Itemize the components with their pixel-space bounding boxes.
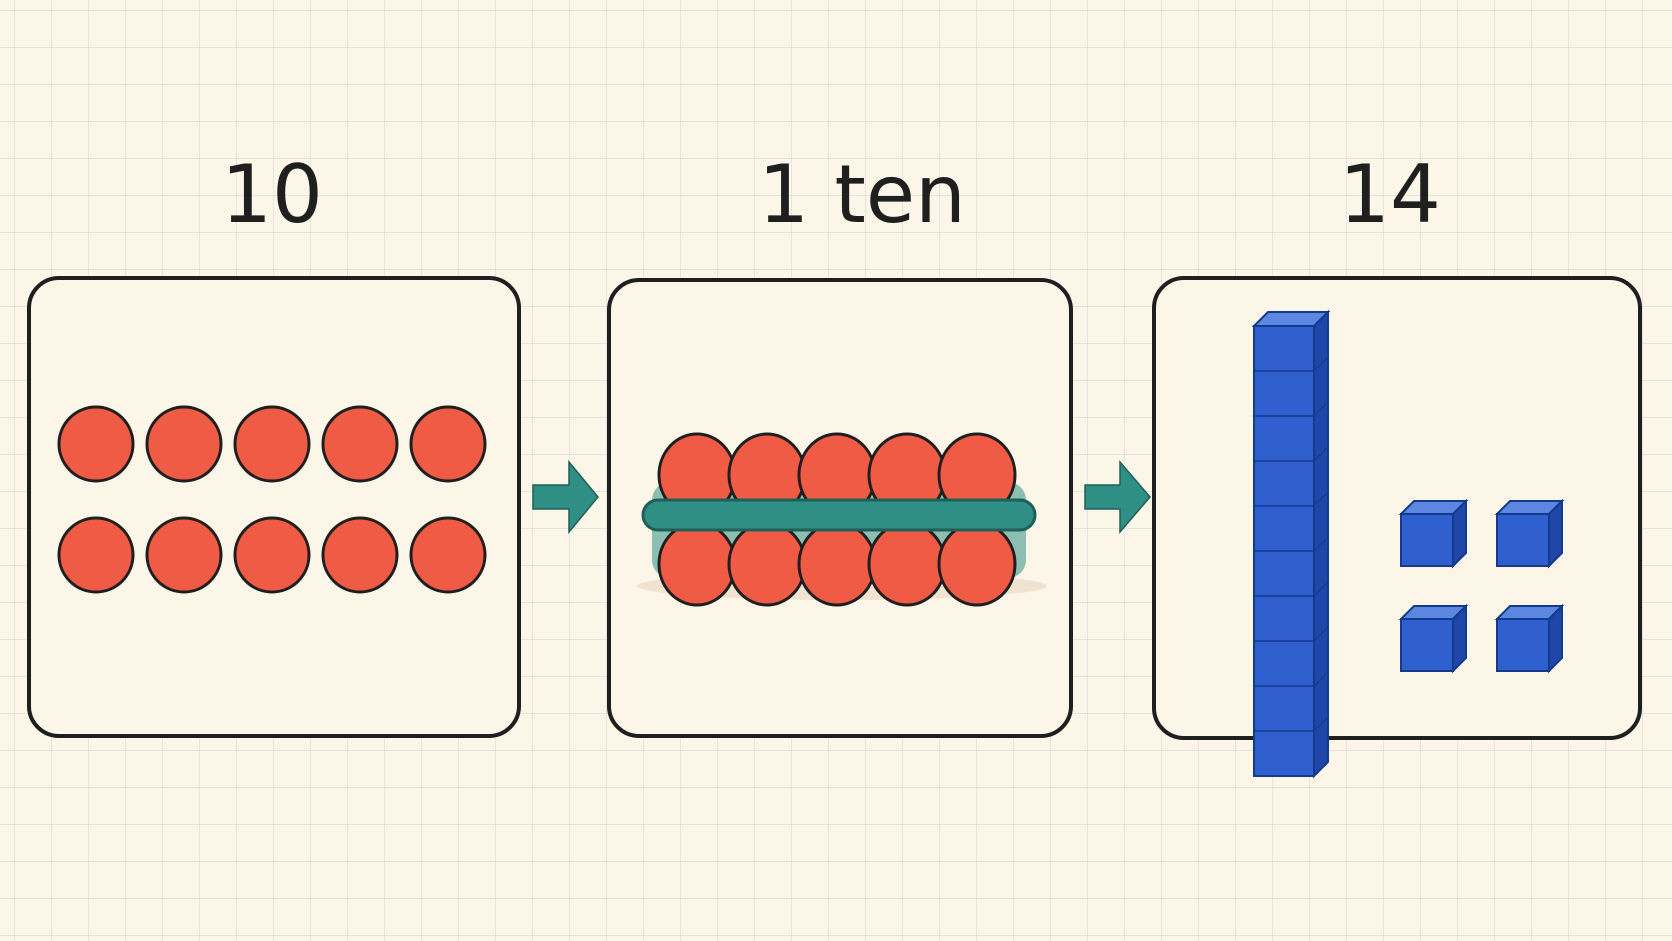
panel-2-label: 1 ten bbox=[758, 148, 966, 241]
loose-counters-group bbox=[57, 405, 487, 594]
counter bbox=[233, 516, 311, 594]
tens-rod-side-line bbox=[1313, 356, 1329, 372]
counter bbox=[321, 516, 399, 594]
right-arrow-icon bbox=[1084, 459, 1151, 535]
counter bbox=[409, 405, 487, 483]
base-ten-blocks-group bbox=[1251, 309, 1565, 779]
counter bbox=[321, 405, 399, 483]
tens-rod-side-line bbox=[1313, 626, 1329, 642]
ones-cube bbox=[1494, 603, 1565, 674]
ones-cube-front bbox=[1496, 513, 1550, 567]
tens-rod-side-line bbox=[1313, 446, 1329, 462]
bundled-counter bbox=[657, 521, 737, 607]
bundled-counter bbox=[727, 521, 807, 607]
counter bbox=[233, 405, 311, 483]
ones-cube-front bbox=[1496, 618, 1550, 672]
bundled-ten-group bbox=[637, 432, 1047, 607]
tens-rod-side-line bbox=[1313, 716, 1329, 732]
counter bbox=[57, 405, 135, 483]
tens-rod-side-line bbox=[1313, 491, 1329, 507]
ones-cube-side bbox=[1452, 603, 1467, 674]
panel-base-ten-blocks bbox=[1152, 276, 1642, 740]
ones-cube-front bbox=[1400, 618, 1454, 672]
counter bbox=[409, 516, 487, 594]
tens-rod-side-line bbox=[1313, 581, 1329, 597]
tens-rod-side-line bbox=[1313, 401, 1329, 417]
ones-cube-side bbox=[1548, 603, 1563, 674]
bundled-counter bbox=[937, 521, 1017, 607]
ones-cube bbox=[1494, 498, 1565, 569]
bundled-counter bbox=[867, 521, 947, 607]
ones-cube-side bbox=[1548, 498, 1563, 569]
panel-loose-counters bbox=[27, 276, 521, 738]
counter bbox=[145, 405, 223, 483]
counter bbox=[145, 516, 223, 594]
panel-1-label: 10 bbox=[221, 148, 323, 241]
counter bbox=[57, 516, 135, 594]
right-arrow-icon bbox=[532, 459, 599, 535]
ones-cube bbox=[1398, 603, 1469, 674]
ones-cube-front bbox=[1400, 513, 1454, 567]
panel-3-label: 14 bbox=[1339, 148, 1441, 241]
ones-cube bbox=[1398, 498, 1469, 569]
tens-rod-side-line bbox=[1313, 671, 1329, 687]
bundled-counter bbox=[797, 521, 877, 607]
ones-cube-side bbox=[1452, 498, 1467, 569]
rubber-band bbox=[641, 498, 1037, 532]
tens-rod bbox=[1251, 309, 1331, 779]
tens-rod-side-line bbox=[1313, 536, 1329, 552]
